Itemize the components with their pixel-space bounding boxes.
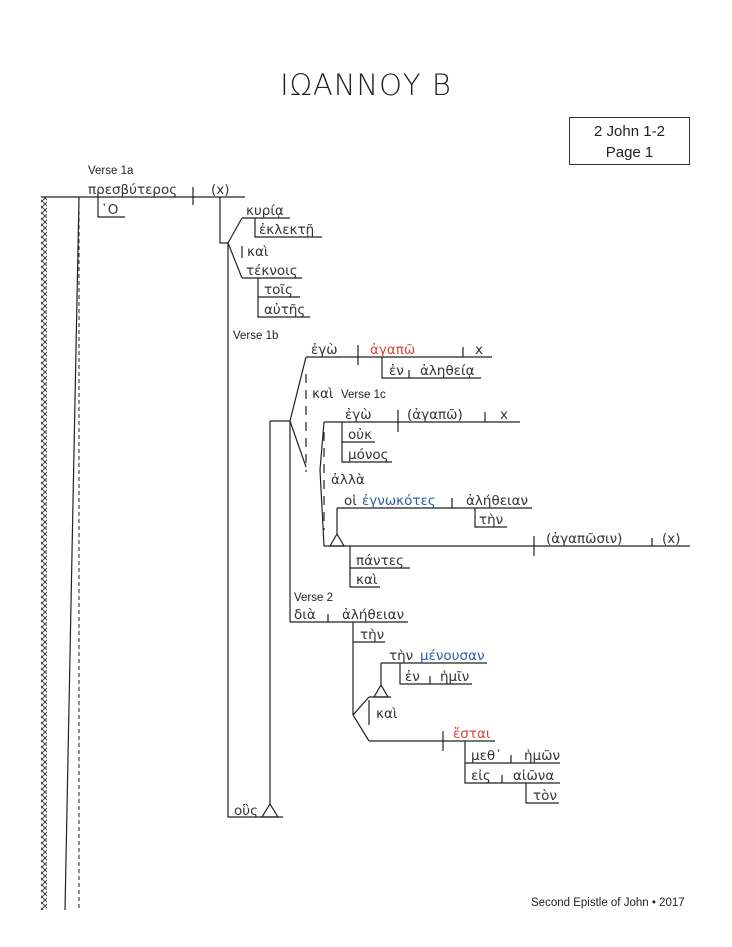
stem-indirect-object: [219, 197, 228, 244]
modifier-eklekte: [254, 218, 322, 238]
verse-label-1a: Verse 1a: [88, 165, 134, 177]
modifier-kai3: [349, 568, 380, 588]
word-en2: ἐν: [405, 669, 420, 685]
word-ho: ῾Ο: [101, 202, 118, 218]
word-en1: ἐν: [389, 363, 404, 379]
word-dia: διὰ: [294, 607, 316, 623]
word-aletheian1: ἀλήθειαν: [466, 493, 528, 509]
word-ton: τὸν: [533, 788, 557, 804]
prep-eis-aiona: [464, 763, 560, 784]
fork-ego-clauses: [289, 356, 307, 468]
word-alla: ἀλλὰ: [331, 472, 365, 488]
word-ego1: ἐγὼ: [311, 342, 338, 358]
modifier-ton: [525, 783, 559, 804]
word-aletheia: ἀληθείᾳ: [420, 363, 475, 379]
word-eklekte: ἐκλεκτῇ: [259, 222, 314, 238]
word-eis: εἰς: [471, 768, 491, 784]
participle-egnokotes: ἐγνωκότες: [362, 493, 436, 509]
reference-box: 2 John 1-2 Page 1: [569, 117, 690, 165]
word-aiona: αἰῶνα: [513, 768, 554, 784]
prep-en-hemin: [399, 663, 472, 685]
word-kai3: καὶ: [356, 572, 378, 588]
word-ten2: τὴν: [360, 627, 384, 643]
word-hemon: ἡμῶν: [524, 748, 560, 764]
word-aletheian2: ἀλήθειαν: [342, 607, 404, 623]
reference-page: Page 1: [605, 144, 654, 161]
word-kai4: καὶ: [376, 706, 398, 722]
page-title: ΙΩΑΝΝΟΥ Β: [280, 68, 452, 102]
prep-en-aletheia: [381, 357, 481, 379]
clause-pedestal-egnokotes: [328, 532, 346, 547]
word-x2: x: [475, 342, 483, 358]
word-tois: τοῖς: [264, 282, 293, 298]
verse-label-2: Verse 2: [294, 592, 333, 604]
word-hous: οὓς: [234, 803, 258, 819]
chain-border: [41, 197, 47, 910]
modifier-ten1: [474, 508, 507, 528]
verse-label-1b: Verse 1b: [233, 330, 278, 342]
clause-pedestal-menousan: [372, 683, 390, 698]
word-kai2: καὶ: [312, 386, 334, 402]
word-x3: x: [500, 407, 508, 423]
modifier-monos: [341, 442, 392, 463]
word-ten3: τὴν: [389, 648, 413, 664]
word-agapo2: (ἀγαπῶ): [407, 407, 463, 423]
fork-kyria-teknois: [227, 217, 243, 279]
word-ten1: τὴν: [479, 512, 503, 528]
word-autes: αὐτῆς: [264, 302, 305, 318]
word-hemin: ἡμῖν: [440, 669, 469, 685]
word-ouk: οὐκ: [348, 427, 372, 443]
footer-text: Second Epistle of John • 2017: [531, 897, 685, 909]
fork-menousan-estai: [352, 696, 370, 742]
clause-pedestal-hous: [260, 802, 280, 818]
word-hoi: οἱ: [344, 493, 357, 509]
word-agaposin: (ἀγαπῶσιν): [546, 531, 622, 547]
reference-passage: 2 John 1-2: [594, 123, 665, 140]
word-pantes: πάντες: [356, 553, 404, 569]
word-x4: (x): [662, 531, 681, 547]
fork-ego2-pantes: [319, 421, 325, 547]
word-kai1: καὶ: [247, 244, 269, 260]
modifier-ho: [97, 197, 125, 218]
verb-estai: ἔσται: [453, 726, 491, 742]
word-ego2: ἐγὼ: [345, 407, 372, 423]
word-kyria: κυρίᾳ: [246, 203, 284, 219]
participle-menousan: μένουσαν: [420, 648, 485, 664]
word-x1: (x): [211, 182, 230, 198]
word-meth: μεθ᾽: [471, 748, 502, 764]
modifier-autes: [257, 297, 310, 318]
word-monos: μόνος: [348, 447, 389, 463]
margin-solid-line: [64, 196, 80, 911]
verb-agapo: ἀγαπῶ: [370, 342, 415, 358]
word-teknois: τέκνοις: [246, 263, 298, 279]
verse-label-1c: Verse 1c: [341, 389, 386, 401]
word-presbyteros: πρεσβύτερος: [88, 182, 177, 198]
